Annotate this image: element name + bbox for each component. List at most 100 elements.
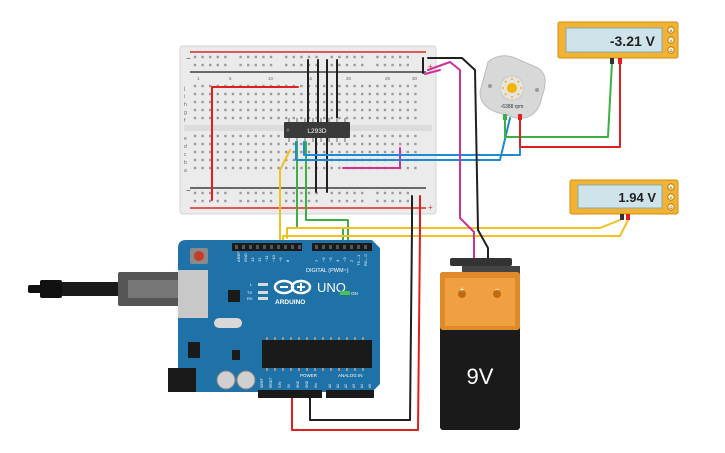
breadboard-hole[interactable] <box>338 108 341 112</box>
breadboard-hole[interactable] <box>368 150 371 154</box>
breadboard-hole[interactable] <box>201 92 204 96</box>
breadboard-hole[interactable] <box>269 199 273 203</box>
breadboard-hole[interactable] <box>201 63 204 67</box>
breadboard-hole[interactable] <box>247 134 250 138</box>
breadboard-hole[interactable] <box>239 142 242 146</box>
breadboard-hole[interactable] <box>201 55 204 59</box>
breadboard-hole[interactable] <box>277 166 280 170</box>
breadboard-hole[interactable] <box>224 108 227 112</box>
breadboard-hole[interactable] <box>338 199 341 203</box>
breadboard-hole[interactable] <box>406 166 409 170</box>
breadboard-hole[interactable] <box>193 166 197 170</box>
breadboard-hole[interactable] <box>406 100 409 104</box>
breadboard-hole[interactable] <box>323 108 326 112</box>
breadboard-hole[interactable] <box>376 142 379 146</box>
breadboard-hole[interactable] <box>376 63 379 67</box>
breadboard-hole[interactable] <box>224 158 227 162</box>
breadboard-hole[interactable] <box>285 158 288 162</box>
breadboard-hole[interactable] <box>224 55 227 59</box>
breadboard-hole[interactable] <box>330 63 333 67</box>
breadboard-hole[interactable] <box>254 166 257 170</box>
breadboard-hole[interactable] <box>315 84 318 88</box>
breadboard-hole[interactable] <box>193 84 197 88</box>
breadboard-hole[interactable] <box>277 116 280 120</box>
breadboard-hole[interactable] <box>353 199 356 203</box>
breadboard-hole[interactable] <box>338 100 341 104</box>
breadboard-hole[interactable] <box>262 92 265 96</box>
breadboard-hole[interactable] <box>224 63 227 67</box>
breadboard-hole[interactable] <box>338 116 341 120</box>
breadboard-hole[interactable] <box>399 142 402 146</box>
breadboard-hole[interactable] <box>231 116 235 120</box>
breadboard-hole[interactable] <box>383 55 387 59</box>
breadboard-hole[interactable] <box>262 100 265 104</box>
breadboard-hole[interactable] <box>406 84 409 88</box>
dc-motor[interactable]: -6388 rpm <box>479 55 546 120</box>
breadboard-hole[interactable] <box>323 166 326 170</box>
breadboard-hole[interactable] <box>391 84 394 88</box>
breadboard-hole[interactable] <box>399 116 402 120</box>
breadboard-hole[interactable] <box>247 63 250 67</box>
breadboard-hole[interactable] <box>269 63 273 67</box>
breadboard-hole[interactable] <box>292 92 295 96</box>
breadboard-hole[interactable] <box>300 199 303 203</box>
breadboard-hole[interactable] <box>292 108 295 112</box>
breadboard-hole[interactable] <box>307 142 311 146</box>
breadboard-hole[interactable] <box>277 150 280 154</box>
breadboard-hole[interactable] <box>285 150 288 154</box>
breadboard-hole[interactable] <box>216 142 219 146</box>
breadboard-hole[interactable] <box>345 55 349 59</box>
breadboard-hole[interactable] <box>406 134 409 138</box>
breadboard-hole[interactable] <box>406 55 409 59</box>
breadboard-hole[interactable] <box>353 63 356 67</box>
breadboard-hole[interactable] <box>300 92 303 96</box>
breadboard-hole[interactable] <box>300 191 303 195</box>
breadboard-hole[interactable] <box>323 100 326 104</box>
breadboard-hole[interactable] <box>376 134 379 138</box>
breadboard-hole[interactable] <box>383 108 387 112</box>
breadboard-hole[interactable] <box>315 100 318 104</box>
breadboard-hole[interactable] <box>300 116 303 120</box>
breadboard-hole[interactable] <box>254 92 257 96</box>
breadboard-hole[interactable] <box>353 150 356 154</box>
breadboard-hole[interactable] <box>224 142 227 146</box>
breadboard-hole[interactable] <box>216 199 219 203</box>
breadboard-hole[interactable] <box>391 191 394 195</box>
breadboard-hole[interactable] <box>406 108 409 112</box>
breadboard-hole[interactable] <box>330 92 333 96</box>
breadboard-hole[interactable] <box>368 142 371 146</box>
breadboard-hole[interactable] <box>247 108 250 112</box>
breadboard-hole[interactable] <box>262 142 265 146</box>
breadboard-hole[interactable] <box>269 134 273 138</box>
breadboard-hole[interactable] <box>193 150 197 154</box>
breadboard-hole[interactable] <box>209 84 212 88</box>
breadboard-hole[interactable] <box>399 108 402 112</box>
breadboard-hole[interactable] <box>300 63 303 67</box>
breadboard-hole[interactable] <box>262 158 265 162</box>
breadboard-hole[interactable] <box>201 150 204 154</box>
breadboard-hole[interactable] <box>315 108 318 112</box>
breadboard-hole[interactable] <box>391 100 394 104</box>
breadboard-hole[interactable] <box>330 142 333 146</box>
breadboard-hole[interactable] <box>224 150 227 154</box>
breadboard-hole[interactable] <box>193 92 197 96</box>
breadboard-hole[interactable] <box>201 134 204 138</box>
breadboard-hole[interactable] <box>330 150 333 154</box>
breadboard-hole[interactable] <box>330 100 333 104</box>
breadboard-hole[interactable] <box>315 191 318 195</box>
breadboard-hole[interactable] <box>383 92 387 96</box>
breadboard-hole[interactable] <box>216 55 219 59</box>
breadboard-hole[interactable] <box>277 100 280 104</box>
breadboard-hole[interactable] <box>292 191 295 195</box>
breadboard-hole[interactable] <box>338 166 341 170</box>
breadboard-hole[interactable] <box>201 108 204 112</box>
breadboard-hole[interactable] <box>247 158 250 162</box>
breadboard-hole[interactable] <box>285 92 288 96</box>
breadboard-hole[interactable] <box>300 108 303 112</box>
breadboard-hole[interactable] <box>345 142 349 146</box>
breadboard-hole[interactable] <box>406 142 409 146</box>
reset-button[interactable] <box>194 251 204 261</box>
breadboard-hole[interactable] <box>361 199 364 203</box>
multimeter-1[interactable]: -3.21 V A V Ω <box>557 21 679 64</box>
breadboard-hole[interactable] <box>399 134 402 138</box>
